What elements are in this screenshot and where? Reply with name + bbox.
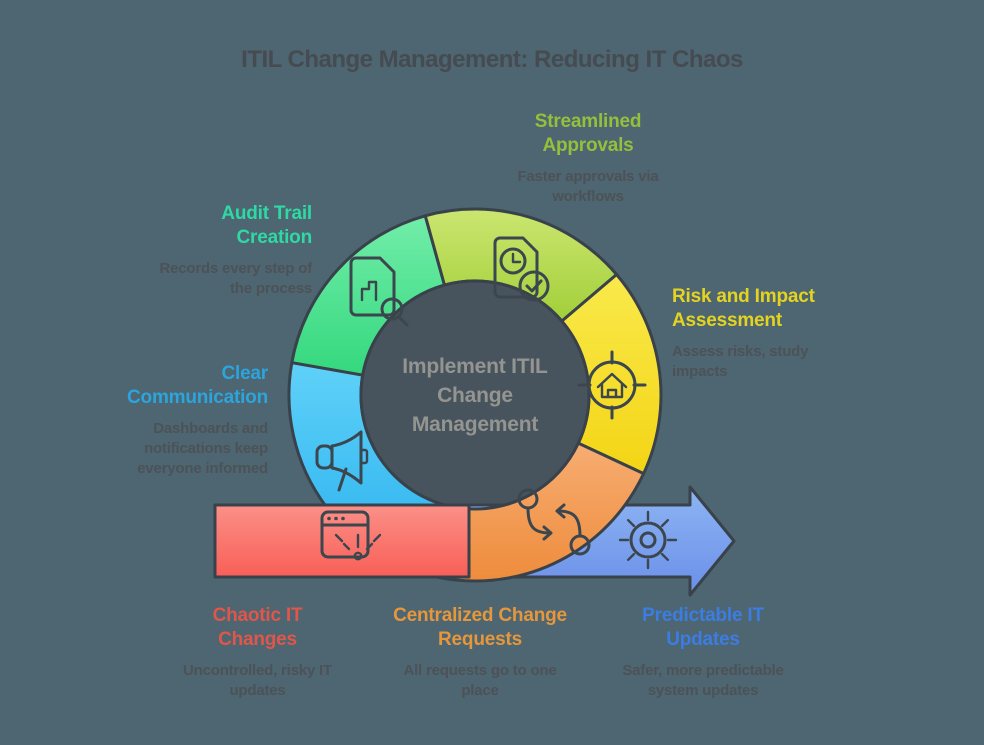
callout-risk-and-impact-assessment: Risk and Impact Assessment Assess risks,…	[672, 285, 837, 382]
target-home-icon	[577, 350, 647, 420]
approval-document-icon	[493, 236, 550, 302]
callout-title: Streamlined Approvals	[534, 111, 642, 156]
gear-sun-icon	[618, 510, 678, 570]
callout-description: Uncontrolled, risky IT updates	[183, 662, 332, 699]
callout-title: Centralized Change Requests	[393, 605, 567, 650]
callout-description: Assess risks, study impacts	[672, 343, 809, 380]
callout-description: Faster approvals via workflows	[517, 168, 659, 205]
callout-description: Dashboards and notifications keep everyo…	[137, 420, 268, 477]
audit-document-chart-icon	[349, 256, 409, 327]
page-title: ITIL Change Management: Reducing IT Chao…	[241, 46, 743, 73]
callout-audit-trail-creation: Audit Trail Creation Records every step …	[150, 202, 312, 299]
browser-signal-icon	[320, 510, 382, 561]
callout-predictable-it-updates: Predictable IT Updates Safer, more predi…	[618, 604, 788, 701]
callout-title: Clear Communication	[127, 363, 268, 408]
swap-arrows-icon	[517, 488, 591, 556]
callout-streamlined-approvals: Streamlined Approvals Faster approvals v…	[513, 110, 663, 207]
callout-title: Risk and Impact Assessment	[672, 286, 815, 331]
megaphone-icon	[315, 430, 369, 492]
callout-title: Predictable IT Updates	[642, 605, 764, 650]
callout-chaotic-it-changes: Chaotic IT Changes Uncontrolled, risky I…	[175, 604, 340, 701]
callout-description: Records every step of the process	[159, 260, 312, 297]
callout-clear-communication: Clear Communication Dashboards and notif…	[108, 362, 268, 479]
callout-centralized-change-requests: Centralized Change Requests All requests…	[390, 604, 570, 701]
callout-description: All requests go to one place	[403, 662, 557, 699]
segment-centralized-requests	[454, 441, 646, 583]
callout-title: Audit Trail Creation	[221, 203, 312, 248]
callout-description: Safer, more predictable system updates	[622, 662, 784, 699]
donut-center-label: Implement ITIL Change Management	[402, 355, 548, 436]
callout-title: Chaotic IT Changes	[212, 605, 303, 650]
